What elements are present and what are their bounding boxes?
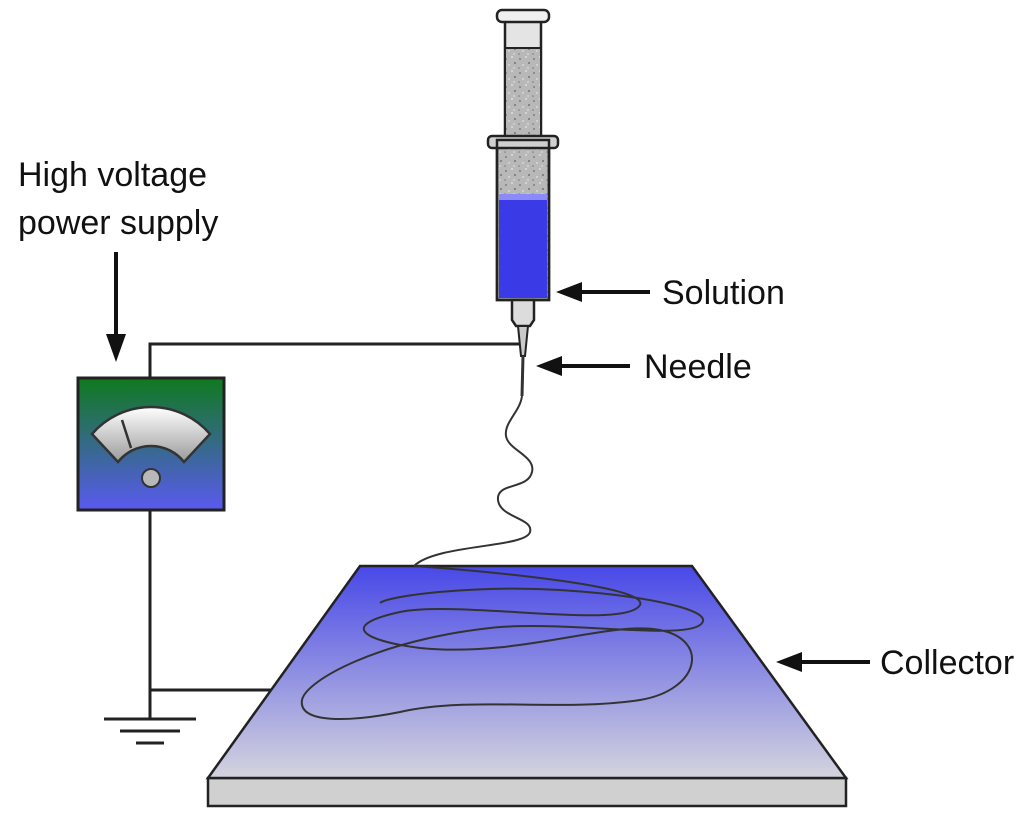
meter-needle [120,419,133,449]
deposited-fiber [300,565,704,721]
plunger-rod [504,47,542,145]
barrel-flange [486,134,560,150]
collector-side [206,776,848,808]
meter-knob [141,468,161,488]
needle-arrow [536,356,630,376]
ground-symbol-icon [104,717,196,745]
syringe-icon [486,8,560,397]
wire-meter-to-needle [148,342,522,378]
solution-arrow [556,282,650,302]
power-supply-label-line1: High voltage [18,156,207,194]
collector-plate [205,564,849,808]
circuit-wires [148,342,522,718]
needle [516,325,530,357]
polymer-jet [413,395,534,567]
plunger-top [495,8,551,24]
arrow-icon [106,252,870,672]
polymer-solution [499,194,547,298]
collector-top [205,564,849,780]
power-supply-label-line2: power supply [18,204,218,242]
voltmeter-icon [76,376,226,512]
collector-label: Collector [880,644,1014,682]
needle-label: Needle [644,348,752,386]
power-supply-arrow [106,252,126,362]
solution-label: Solution [662,274,785,312]
collector-arrow [776,652,870,672]
syringe-tip [510,298,536,328]
